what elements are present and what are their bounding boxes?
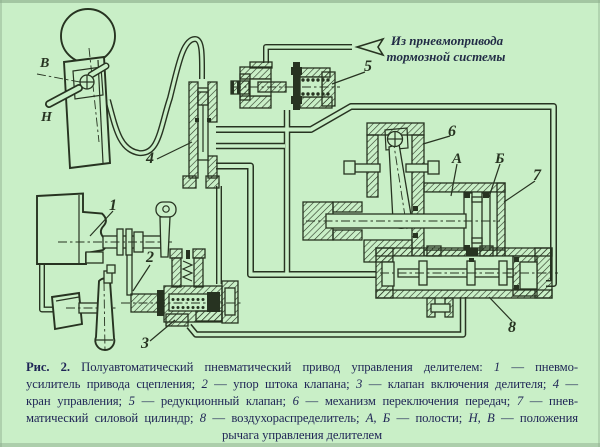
valve3-spring	[181, 260, 194, 282]
schematic-diagram: Из прневмопривода тормозной системы	[36, 8, 558, 353]
label-2: 2	[145, 249, 154, 266]
caption-line-2: усилитель привода сцепления; 2 — упор шт…	[26, 376, 578, 391]
caption-line-5: рычага управления делителем	[221, 427, 383, 442]
label-lever-upper: В	[39, 56, 49, 71]
label-4: 4	[145, 150, 154, 167]
clutch-booster-1	[36, 192, 177, 265]
label-cavity-a: А	[451, 151, 462, 167]
label-lever-lower: Н	[40, 110, 53, 125]
caption-line-3: кран управления; 5 — редукционный клапан…	[26, 393, 578, 408]
divider-valve-3	[121, 246, 243, 327]
clutch-pedal	[50, 264, 118, 353]
lever-position-upper-line	[36, 73, 86, 84]
control-valve-4	[182, 81, 220, 189]
label-cavity-b: Б	[494, 151, 505, 167]
piston-plate-right	[481, 192, 491, 251]
figure-caption: Рис. 2. Полуавтоматический пневматически…	[26, 359, 578, 444]
fork-lever	[159, 216, 171, 258]
label-leaders	[89, 71, 536, 342]
lever-knob	[60, 8, 116, 64]
mount-bolt-left	[354, 163, 381, 173]
valve5-spring-dots	[301, 78, 330, 96]
supply-note-line1: Из прневмопривода	[390, 33, 504, 48]
caption-line-1: Рис. 2. Полуавтоматический пневматически…	[26, 360, 578, 374]
lever-hose	[105, 36, 206, 156]
label-6: 6	[448, 123, 456, 140]
scan-edge-bottom	[0, 443, 600, 447]
pipe-brake-supply	[263, 44, 352, 63]
shift-mechanism-6	[302, 122, 440, 263]
flow-arrow-icon	[354, 37, 385, 57]
label-1: 1	[109, 197, 117, 214]
reduction-valve-5	[230, 61, 340, 110]
pedal-pad	[50, 291, 84, 331]
valve3-spring-dots	[171, 298, 205, 309]
supply-note-line2: тормозной системы	[387, 49, 506, 64]
mount-bolt-right	[405, 163, 429, 173]
gear-lever	[36, 8, 116, 170]
pipework	[39, 36, 557, 338]
lever-shaft	[63, 55, 111, 170]
label-7: 7	[533, 167, 542, 184]
air-distributor-8	[375, 245, 558, 318]
supply-annotation: Из прневмопривода тормозной системы	[354, 33, 506, 64]
label-5: 5	[364, 58, 372, 75]
caption-line-4: матический силовой цилиндр; 8 — воздухор…	[26, 410, 578, 425]
label-8: 8	[508, 319, 516, 336]
fork-lever-head	[155, 201, 177, 218]
part-labels: В Н 1 2 3 4 5 6 А Б 7 8	[39, 56, 542, 352]
label-3: 3	[140, 335, 149, 352]
